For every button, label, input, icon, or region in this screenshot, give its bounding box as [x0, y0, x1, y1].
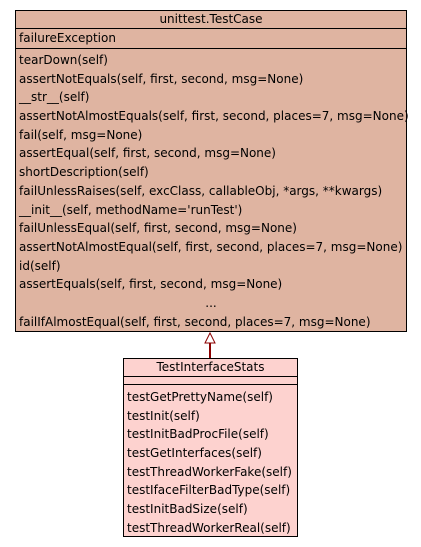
base-class-attributes: failureException — [16, 29, 406, 49]
base-class-operation: assertNotEquals(self, first, second, msg… — [19, 71, 304, 86]
derived-class-name: TestInterfaceStats — [124, 359, 297, 377]
base-class-operation: assertNotAlmostEquals(self, first, secon… — [19, 109, 409, 124]
base-class-attribute: failureException — [19, 31, 116, 45]
derived-class-operation: testThreadWorkerReal(self) — [127, 520, 291, 535]
base-class-operations: tearDown(self) assertNotEquals(self, fir… — [16, 49, 409, 331]
base-class-name: unittest.TestCase — [16, 11, 406, 29]
base-class-operation: tearDown(self) — [19, 53, 108, 67]
base-class-operation: assertNotAlmostEqual(self, first, second… — [19, 239, 403, 254]
base-class-ellipsis: ... — [205, 295, 217, 310]
derived-class-operation: testGetPrettyName(self) — [127, 390, 273, 404]
derived-class-operation: testInitBadProcFile(self) — [127, 427, 269, 442]
derived-class-operations: testGetPrettyName(self) testInit(self) t… — [124, 385, 297, 538]
derived-class-attributes — [124, 377, 297, 385]
inheritance-arrowhead-icon — [204, 331, 216, 344]
base-class-operation: failUnlessRaises(self, excClass, callabl… — [19, 183, 383, 198]
derived-class-operation: testGetInterfaces(self) — [127, 446, 262, 461]
derived-class-operation: testInit(self) — [127, 408, 200, 423]
base-class-operation: __str__(self) — [19, 90, 90, 105]
base-class-operation: failIfAlmostEqual(self, first, second, p… — [19, 314, 371, 329]
derived-class-operation: testThreadWorkerFake(self) — [127, 464, 292, 479]
derived-class-operation: testIfaceFilterBadType(self) — [127, 483, 291, 498]
derived-class-box: TestInterfaceStats testGetPrettyName(sel… — [123, 358, 298, 537]
base-class-operation: failUnlessEqual(self, first, second, msg… — [19, 221, 297, 236]
base-class-operation: shortDescription(self) — [19, 165, 149, 180]
base-class-operation: assertEqual(self, first, second, msg=Non… — [19, 146, 276, 161]
base-class-box: unittest.TestCase failureException tearD… — [15, 10, 409, 332]
base-class-operation: id(self) — [19, 258, 61, 273]
base-class-operation: fail(self, msg=None) — [19, 127, 143, 142]
derived-class-operation: testInitBadSize(self) — [127, 502, 248, 517]
base-class-operation: assertEquals(self, first, second, msg=No… — [19, 277, 283, 292]
base-class-operation: __init__(self, methodName='runTest') — [19, 202, 243, 217]
